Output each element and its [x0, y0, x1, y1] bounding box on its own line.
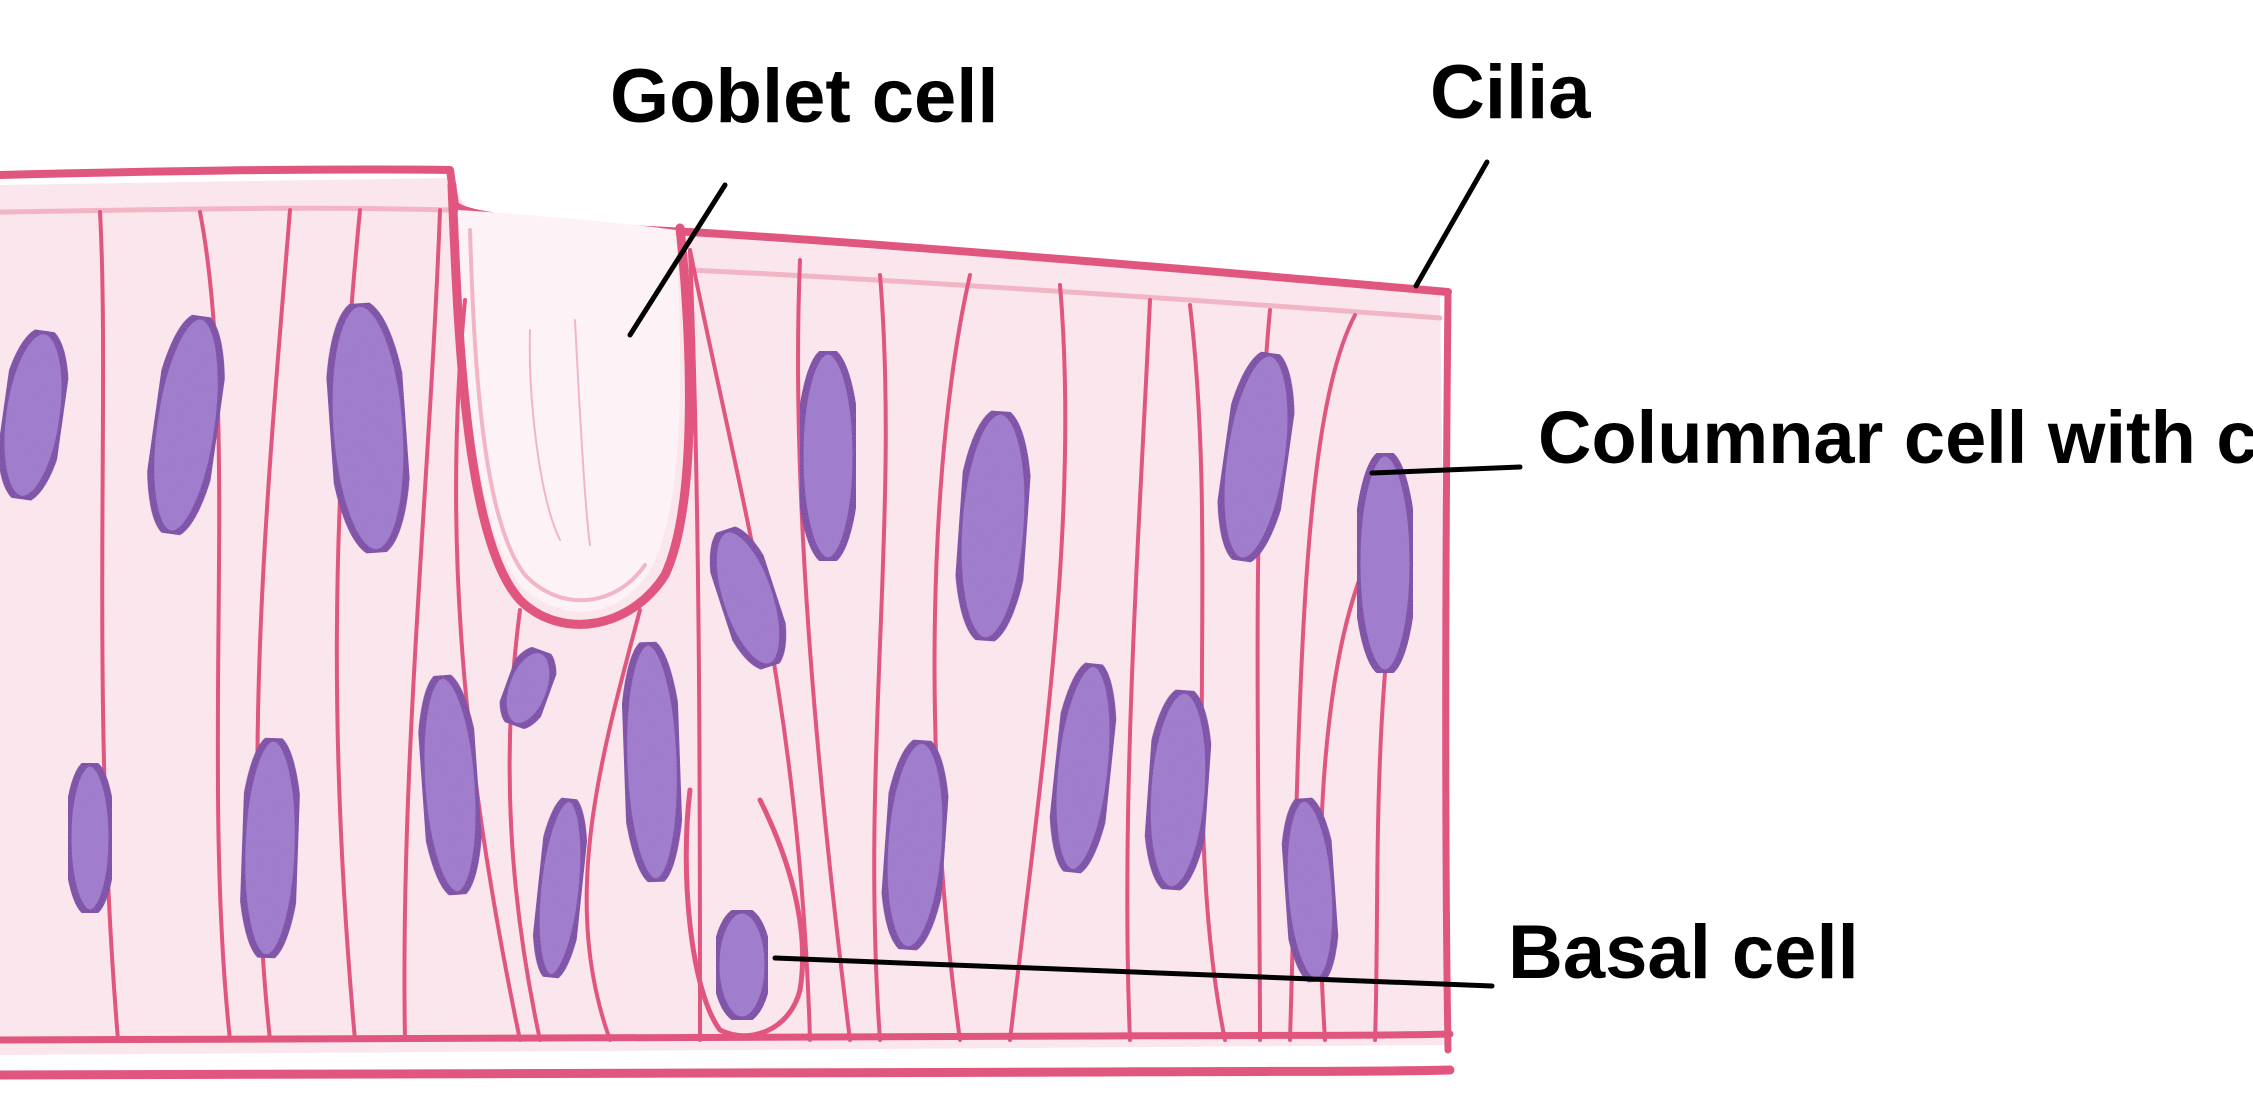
nuclei: [0, 299, 1417, 1024]
nucleus: [238, 734, 302, 962]
nucleus: [1049, 660, 1117, 876]
basement-membrane: [0, 1030, 1455, 1080]
cell-wall: [872, 273, 888, 1042]
cell-wall: [198, 210, 232, 1042]
goblet-leader: [627, 182, 728, 338]
basal-leader: [772, 955, 1495, 989]
tissue-edge: [1442, 288, 1452, 1054]
cell-wall: [796, 258, 852, 1042]
nucleus: [325, 299, 411, 557]
nucleus: [64, 759, 116, 917]
nucleus: [532, 794, 588, 982]
nucleus: [499, 646, 557, 730]
nucleus: [709, 525, 787, 671]
nucleus: [620, 638, 684, 886]
cell-wall: [688, 248, 702, 1042]
cilia-label: Cilia: [1430, 50, 1591, 135]
nucleus: [1143, 686, 1213, 894]
nucleus: [147, 312, 225, 538]
cell-wall: [584, 608, 642, 1042]
nucleus: [1280, 794, 1340, 986]
basal-cell-label: Basal cell: [1508, 910, 1859, 995]
nucleus: [712, 906, 772, 1024]
cell-wall: [454, 298, 522, 1042]
nucleus: [954, 407, 1032, 645]
cilia-leader: [1413, 159, 1490, 289]
cell-wall: [1125, 298, 1152, 1042]
basal-cell: [683, 787, 806, 1039]
nucleus: [1217, 349, 1295, 565]
nucleus: [880, 736, 950, 954]
goblet-cell: [447, 180, 694, 629]
nucleus: [1353, 449, 1417, 677]
cell-wall: [1008, 283, 1068, 1042]
columnar-cell-label: Columnar cell with cilia: [1538, 396, 2253, 479]
nucleus: [0, 327, 69, 503]
nucleus: [417, 671, 483, 899]
goblet-cell-label: Goblet cell: [610, 54, 999, 139]
cell-wall: [1188, 303, 1227, 1042]
goblet-mucus: [458, 210, 681, 612]
leader-lines: [627, 159, 1523, 989]
cell-wall: [932, 273, 972, 1042]
nucleus: [796, 347, 860, 565]
cell-wall: [402, 208, 442, 1042]
columnar-leader: [1369, 464, 1523, 476]
labels: Goblet cell Cilia Columnar cell with cil…: [610, 50, 2253, 995]
cell-wall: [98, 210, 120, 1042]
